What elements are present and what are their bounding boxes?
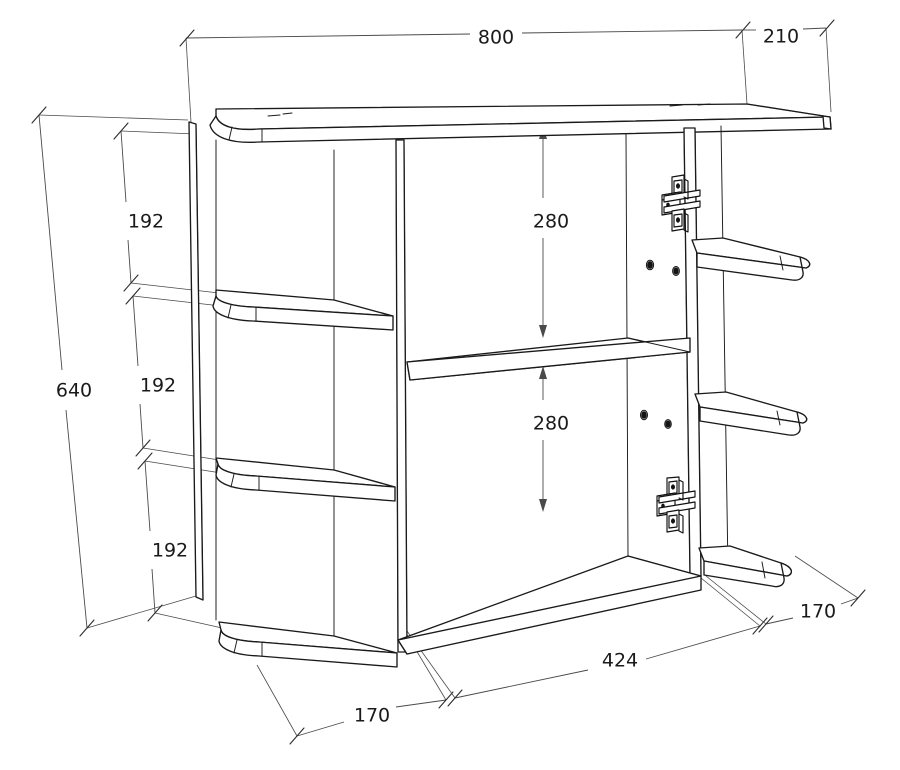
right-shelf-upper [691,237,811,281]
left-shelf-upper [212,289,394,331]
dimension-compartment-lower-280: 280 [533,366,569,512]
dimension-shelf-gap-3-192: 192 [137,452,241,633]
dim-label-base-center: 424 [602,650,638,672]
dimension-shelf-gap-1-192: 192 [113,122,229,295]
bottom-panel [397,555,702,655]
dim-label-base-right: 170 [800,601,836,623]
center-shelf [406,337,691,381]
dim-arrow-upper-280-bottom [539,325,547,338]
dowel-holes-upper [645,259,680,276]
dim-label-shelf-gap-1: 192 [128,211,164,233]
dimension-base-right-170: 170 [705,555,866,633]
dim-label-overall-height: 640 [56,380,92,402]
left-shelf-middle [215,457,396,502]
dowel-holes-lower [640,409,672,429]
dim-label-shelf-gap-2: 192 [140,375,176,397]
dim-label-compartment-lower: 280 [533,413,569,435]
dim-arrow-lower-280-top [539,366,547,379]
dim-label-compartment-upper: 280 [533,211,569,233]
hinge-plate-lower-icon [656,476,696,534]
dimension-overall-height-640: 640 [31,106,197,637]
dimension-top-depth-210: 210 [742,19,835,113]
right-shelf-lower [698,545,793,588]
dimension-network: 800 210 640 192 [31,19,866,745]
shelf-unit-geometry [188,103,832,668]
right-shelf-middle [694,391,808,436]
dim-arrow-lower-280-bottom [539,499,547,512]
top-panel [209,103,832,144]
center-divider-panel [395,139,408,653]
hinge-plate-upper-icon [661,174,701,233]
dim-label-base-left: 170 [354,705,390,727]
dim-label-top-width: 800 [478,27,514,49]
left-side-panel [188,121,204,601]
hardware-group [640,174,701,534]
dimension-compartment-upper-280: 280 [533,126,569,338]
dim-label-top-depth: 210 [763,26,799,48]
dim-label-shelf-gap-3: 192 [152,540,188,562]
left-shelf-lower [218,621,398,668]
